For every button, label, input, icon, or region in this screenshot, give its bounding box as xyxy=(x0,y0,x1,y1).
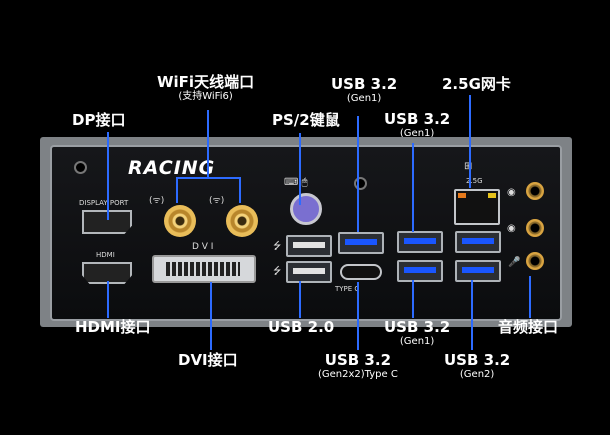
gen2-label: USB 3.2 (Gen2) xyxy=(444,351,511,381)
usb-bot-label-sub: (Gen1) xyxy=(399,336,435,348)
dp-label: DP接口 xyxy=(72,111,126,129)
usb-top-label-text: USB 3.2 xyxy=(331,75,398,93)
hdmi-label: HDMI接口 xyxy=(75,318,151,336)
usb32-gen2-port-top[interactable] xyxy=(455,231,501,253)
wifi-icon: (ᯤ) xyxy=(209,196,225,206)
usb32-gen1-port-mid[interactable] xyxy=(397,231,443,253)
brand-logo: RACING xyxy=(128,157,216,179)
wifi-label: WiFi天线端口 (支持WiFi6) xyxy=(157,73,255,103)
wifi-label-text: WiFi天线端口 xyxy=(157,73,255,91)
usb-bot-label-text: USB 3.2 xyxy=(384,318,451,336)
typec-label-sub: (Gen2x2)Type C xyxy=(318,369,398,381)
keyboard-mouse-icon: ⌨ 🖱 xyxy=(284,177,308,188)
ps2-port[interactable] xyxy=(290,193,322,225)
usb-icon: ⭍ xyxy=(273,266,282,277)
usb-top-label-sub: (Gen1) xyxy=(346,93,382,105)
usb32-gen2-port-bottom[interactable] xyxy=(455,260,501,282)
network-icon: ⊞ xyxy=(464,161,473,172)
mic-icon: 🎤 xyxy=(508,257,521,268)
typec-label-text: USB 3.2 xyxy=(324,351,392,369)
dvi-print: D V I xyxy=(192,242,214,252)
audio-jack-line-out[interactable] xyxy=(526,219,544,237)
dp-print: DISPLAY PORT xyxy=(79,199,129,207)
dp-label-text: DP接口 xyxy=(72,111,126,129)
wifi-label-sub: (支持WiFi6) xyxy=(178,91,233,103)
usb32-gen1-port-top[interactable] xyxy=(338,232,384,254)
screw-hole-left xyxy=(74,161,87,174)
audio-label-text: 音频接口 xyxy=(498,318,559,336)
line-in-icon: ◉ xyxy=(507,187,516,198)
ps2-label-text: PS/2键鼠 xyxy=(272,111,340,129)
line-out-icon: ◉ xyxy=(507,223,516,234)
dvi-port[interactable] xyxy=(152,255,256,283)
usb20-label: USB 2.0 xyxy=(268,318,335,336)
usb-typec-port[interactable] xyxy=(340,264,382,280)
gen2-label-sub: (Gen2) xyxy=(459,369,495,381)
usb20-port-1[interactable] xyxy=(286,235,332,257)
usb-mid-label-sub: (Gen1) xyxy=(399,128,435,140)
wifi-icon: (ᯤ) xyxy=(149,196,165,206)
typec-label: USB 3.2 (Gen2x2)Type C xyxy=(318,351,398,381)
dvi-label: DVI接口 xyxy=(178,351,238,369)
wifi-antenna-port-2[interactable] xyxy=(226,205,258,237)
usb-top-label: USB 3.2 (Gen1) xyxy=(331,75,398,105)
usb20-port-2[interactable] xyxy=(286,261,332,283)
usb32-gen1-port-bottom[interactable] xyxy=(397,260,443,282)
usb-icon: ⭍ xyxy=(273,241,282,252)
usb-mid-label: USB 3.2 (Gen1) xyxy=(384,110,451,140)
usb20-label-text: USB 2.0 xyxy=(268,318,335,336)
usb-mid-label-text: USB 3.2 xyxy=(384,110,451,128)
lan-port[interactable] xyxy=(454,189,500,225)
lan-label-text: 2.5G网卡 xyxy=(442,75,511,93)
hdmi-label-text: HDMI接口 xyxy=(75,318,151,336)
lan-label: 2.5G网卡 xyxy=(442,75,511,93)
typec-print: TYPE C xyxy=(335,285,360,293)
audio-jack-mic[interactable] xyxy=(526,252,544,270)
usb-bot-label: USB 3.2 (Gen1) xyxy=(384,318,451,348)
dvi-label-text: DVI接口 xyxy=(178,351,238,369)
wifi-antenna-port-1[interactable] xyxy=(164,205,196,237)
io-shield: RACING DISPLAY PORT HDMI (ᯤ) (ᯤ) D V I ⌨… xyxy=(50,145,562,321)
gen2-label-text: USB 3.2 xyxy=(444,351,511,369)
hdmi-print: HDMI xyxy=(96,251,115,259)
audio-label: 音频接口 xyxy=(498,318,559,336)
lan-print: 2.5G xyxy=(466,177,483,185)
ps2-label: PS/2键鼠 xyxy=(272,111,340,129)
audio-jack-line-in[interactable] xyxy=(526,182,544,200)
